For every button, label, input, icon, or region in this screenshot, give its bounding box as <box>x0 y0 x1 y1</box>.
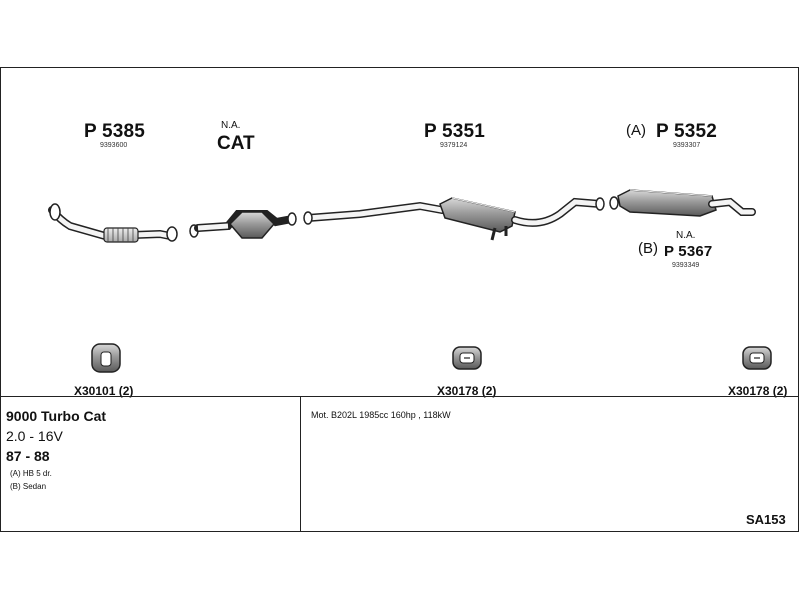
clamp-code-x30178-center: X30178 (2) <box>437 384 497 398</box>
hanger-x30101-icon <box>91 343 121 373</box>
variant-b-label: (B) <box>638 240 658 257</box>
diagram-frame <box>0 67 799 532</box>
oem-number-p5385: 9393600 <box>100 142 128 149</box>
engine-description: Mot. B202L 1985cc 160hp , 118kW <box>311 410 451 420</box>
part-number-p5385: P 5385 <box>84 121 146 142</box>
vehicle-years: 87 - 88 <box>6 448 50 464</box>
info-divider-vertical <box>300 396 301 532</box>
variant-a-label: (A) <box>626 122 646 139</box>
cat-label: CAT <box>217 133 255 154</box>
vehicle-note-b: (B) Sedan <box>10 482 47 491</box>
diagram-code: SA153 <box>746 512 786 527</box>
hanger-x30178-icon <box>452 346 482 370</box>
vehicle-model: 9000 Turbo Cat <box>6 408 107 424</box>
front-pipe-p5385 <box>48 203 178 243</box>
part-number-p5351: P 5351 <box>424 121 486 142</box>
hanger-x30178-right-icon <box>742 346 772 370</box>
oem-number-p5352: 9393307 <box>673 142 701 149</box>
center-silencer-p5351 <box>303 197 605 241</box>
p5367-na-label: N.A. <box>676 230 696 241</box>
info-divider-horizontal <box>0 396 799 397</box>
rear-silencer-p5352 <box>609 189 756 217</box>
catalytic-converter <box>189 210 297 239</box>
clamp-code-x30101: X30101 (2) <box>74 384 134 398</box>
part-number-p5367: P 5367 <box>664 243 713 260</box>
vehicle-engine: 2.0 - 16V <box>6 428 63 444</box>
oem-number-p5367: 9393349 <box>672 262 700 269</box>
part-number-p5352: P 5352 <box>656 121 718 142</box>
vehicle-note-a: (A) HB 5 dr. <box>10 469 52 478</box>
clamp-code-x30178-right: X30178 (2) <box>728 384 788 398</box>
cat-na-label: N.A. <box>221 120 241 131</box>
oem-number-p5351: 9379124 <box>440 142 468 149</box>
